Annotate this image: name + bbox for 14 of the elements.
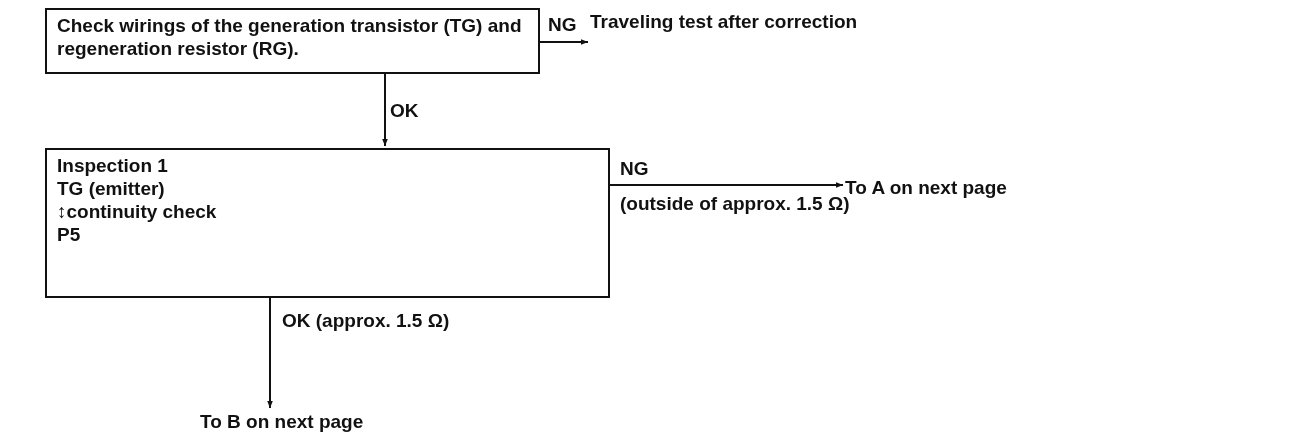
- box-text: Inspection 1: [57, 154, 169, 177]
- arrow: [539, 39, 589, 45]
- terminal-text: Traveling test after correction: [590, 10, 858, 33]
- arrow: [267, 297, 273, 409]
- box-text: TG (emitter): [57, 177, 166, 200]
- note-text: (outside of approx. 1.5 Ω): [620, 193, 850, 215]
- box-text: Check wirings of the generation transistor (TG) and regeneration resistor (RG).: [57, 14, 523, 60]
- box-text: ↕continuity check: [57, 200, 218, 223]
- arrow: [382, 73, 388, 147]
- terminal-text: To B on next page: [200, 410, 364, 433]
- arrow: [609, 182, 844, 188]
- process-box: [45, 8, 540, 74]
- process-box: [45, 148, 610, 298]
- box-text: P5: [57, 223, 82, 246]
